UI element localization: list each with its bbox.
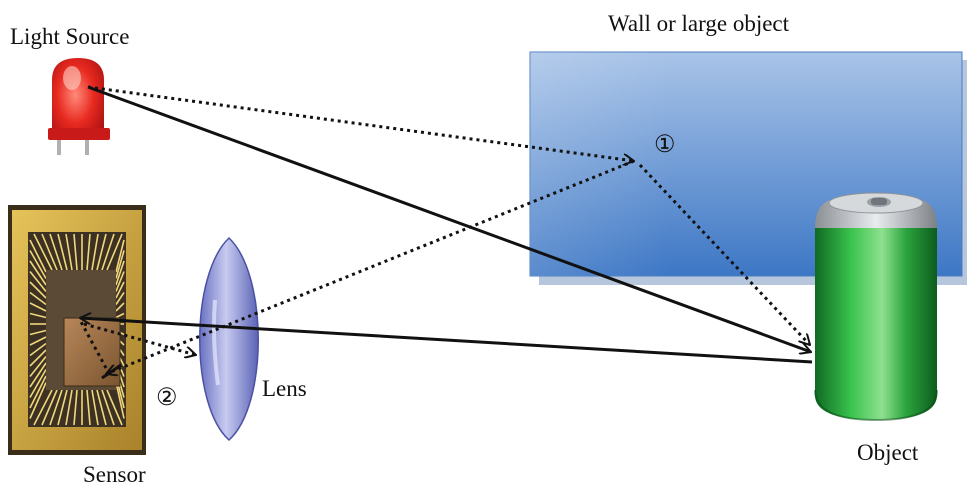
sensor-pin	[96, 389, 107, 426]
sensor-pin	[29, 356, 47, 377]
light-paths	[78, 85, 813, 380]
sensor-pin	[115, 271, 125, 292]
sensor-pin	[115, 281, 125, 299]
sensor-pin	[29, 302, 47, 312]
sensor-pin	[86, 389, 91, 426]
can-icon	[814, 192, 938, 422]
sensor-pin	[86, 233, 91, 271]
sensor-pin	[29, 239, 47, 273]
sensor-pin	[65, 233, 73, 271]
lens-icon	[199, 236, 259, 442]
sensor-pin	[33, 233, 53, 271]
sensor-pin	[49, 389, 63, 426]
sensor-pin	[29, 375, 47, 409]
sensor-pin	[41, 389, 58, 426]
sensor-pin	[29, 291, 47, 306]
ray-internal-reflection	[78, 319, 108, 369]
sensor-pin	[29, 271, 47, 292]
ray-direct-emit	[87, 85, 811, 352]
sensor-pin	[29, 362, 47, 388]
sensor-pin	[41, 233, 58, 271]
ray-internal-reflection-2	[83, 322, 196, 355]
sensor-pin	[29, 342, 47, 357]
sensor-pin	[29, 369, 47, 398]
sensor-pin	[101, 233, 115, 271]
sensor-pin	[106, 233, 123, 271]
marker-1: ①	[654, 132, 676, 158]
lens-label: Lens	[262, 376, 307, 401]
sensor-pin	[29, 260, 47, 286]
sensor-pin	[96, 233, 107, 271]
sensor-pin	[73, 389, 78, 426]
sensor-pin	[91, 389, 99, 426]
sensor-pin	[29, 312, 47, 319]
sensor-pin	[29, 336, 47, 346]
light-source-label: Light Source	[10, 24, 129, 49]
sensor-pin	[106, 389, 123, 426]
sensor-pin	[57, 233, 68, 271]
sensor-pin	[29, 382, 47, 419]
ray-direct-return	[80, 318, 813, 364]
marker-2: ②	[156, 385, 178, 411]
sensor-pin	[115, 250, 125, 279]
sensor-label: Sensor	[83, 462, 146, 487]
ray-wall-emit	[87, 85, 634, 161]
sensor-pin	[33, 389, 53, 426]
sensor-pin	[73, 233, 78, 271]
sensor-pin	[29, 329, 47, 336]
sensor-pin	[91, 233, 99, 271]
wall-label: Wall or large object	[608, 11, 790, 36]
sensor-pin	[29, 349, 47, 367]
sensor-pin	[29, 250, 47, 279]
sensor-pin	[101, 389, 115, 426]
sensor-pin	[115, 260, 125, 286]
led-icon	[48, 58, 110, 155]
sensor-pin	[29, 281, 47, 299]
sensor-pin	[65, 389, 73, 426]
sensor-pin	[49, 233, 63, 271]
sensor-pin	[57, 389, 68, 426]
sensor-pin	[115, 292, 125, 305]
sensor-pin	[115, 239, 125, 273]
wall	[529, 51, 967, 285]
sensor-chip-icon	[8, 205, 146, 455]
sensor-pin	[115, 302, 125, 312]
object-label: Object	[857, 440, 919, 465]
sensor-pin	[115, 312, 125, 319]
sensor-pin	[115, 382, 125, 419]
